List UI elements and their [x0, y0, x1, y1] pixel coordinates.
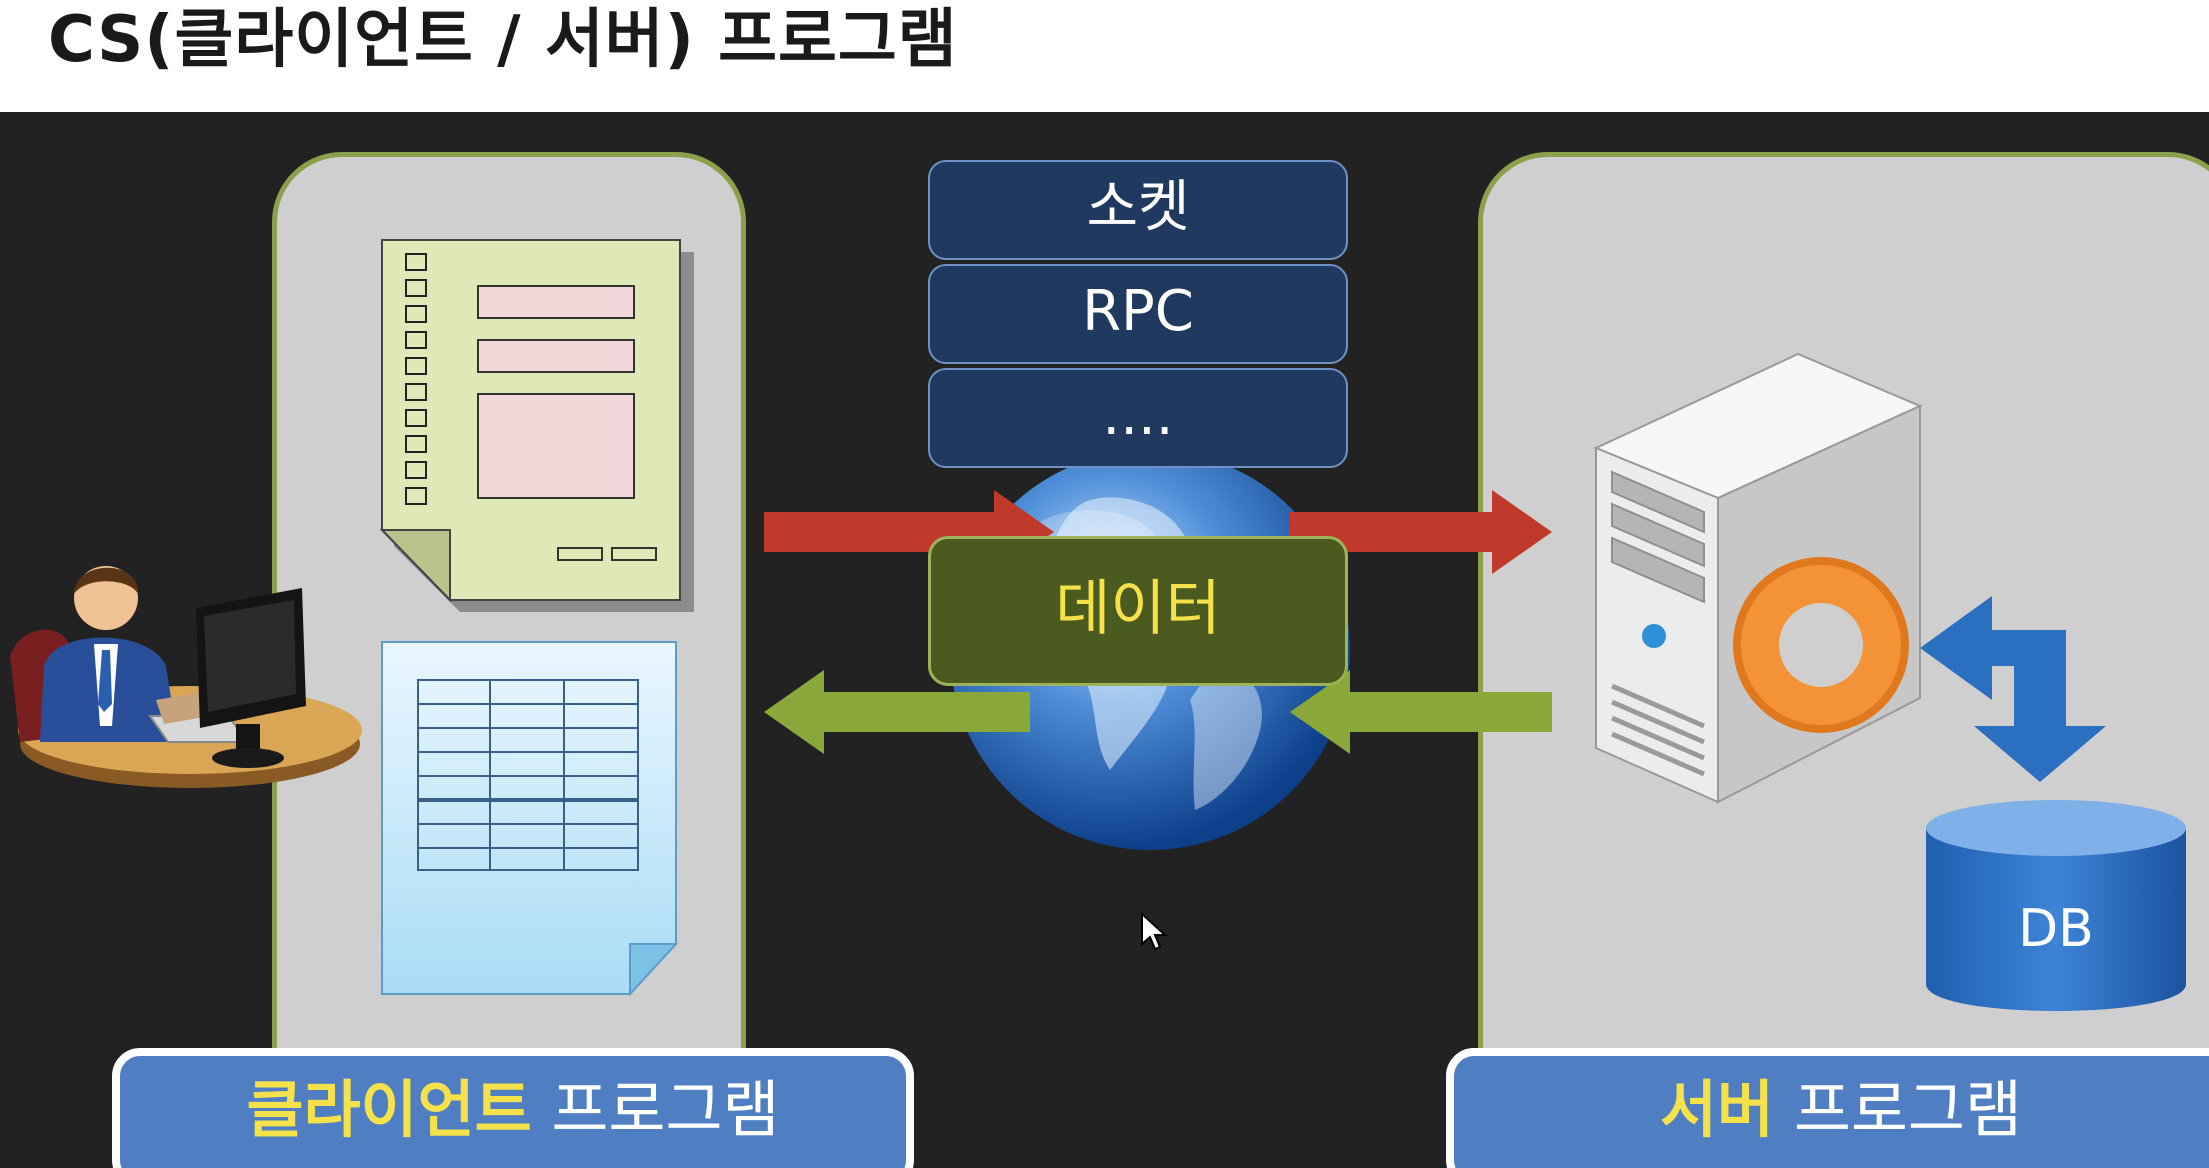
client-highlight: 클라이언트	[246, 1073, 532, 1146]
gear-icon	[1733, 557, 1909, 733]
server-highlight: 서버	[1660, 1073, 1775, 1146]
receive-arrow	[1290, 670, 1552, 754]
server-label-bar: 서버 프로그램	[1446, 1048, 2209, 1168]
send-arrow	[764, 490, 1054, 574]
diagram-stage: 소켓 RPC .... 데이터	[0, 112, 2209, 1168]
client-label-bar: 클라이언트 프로그램	[112, 1048, 914, 1168]
table-document-icon	[381, 641, 679, 997]
server-label-rest: 프로그램	[1774, 1073, 2022, 1146]
protocol-socket: 소켓	[928, 160, 1348, 260]
form-document-icon	[380, 239, 694, 612]
blue-bent-arrow	[1920, 596, 2106, 782]
protocol-etc: ....	[928, 368, 1348, 468]
mouse-cursor-icon	[1141, 912, 1168, 951]
protocol-rpc: RPC	[928, 264, 1348, 364]
database-icon: DB	[1926, 800, 2186, 1011]
database-label: DB	[2018, 899, 2094, 959]
receive-arrow	[764, 670, 1030, 754]
client-label-rest: 프로그램	[531, 1073, 780, 1146]
data-box: 데이터	[928, 536, 1348, 686]
page-title: CS(클라이언트 / 서버) 프로그램	[48, 3, 958, 77]
user-at-computer-icon	[10, 566, 362, 788]
send-arrow	[1290, 490, 1552, 574]
